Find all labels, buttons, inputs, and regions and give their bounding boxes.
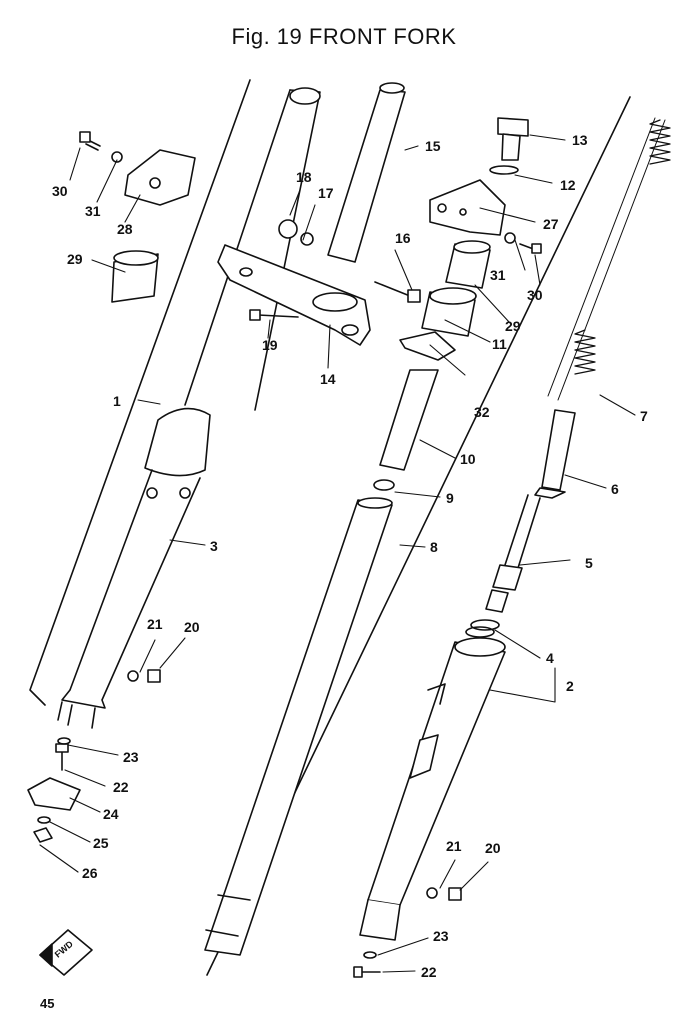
callout-26: 26 — [82, 865, 98, 881]
callout-7: 7 — [640, 408, 648, 424]
washer-23-right — [363, 951, 377, 959]
o-ring-12 — [489, 165, 519, 175]
oil-seal-4 — [465, 619, 500, 638]
callout-17: 17 — [318, 185, 334, 201]
callout-11: 11 — [492, 336, 507, 352]
washer-31-right — [504, 232, 516, 244]
bolt-19 — [249, 309, 299, 321]
nut-18 — [278, 219, 298, 239]
damper-rod-6 — [504, 409, 576, 569]
callout-23-right: 23 — [433, 928, 449, 944]
callout-31-left: 31 — [85, 203, 101, 219]
fwd-arrow-icon — [39, 929, 93, 976]
nut-26 — [33, 827, 53, 843]
callout-10: 10 — [460, 451, 476, 467]
washer-21-left — [127, 670, 139, 682]
callout-22-right: 22 — [421, 964, 437, 980]
washer-9 — [373, 479, 395, 491]
callout-20-right: 20 — [485, 840, 501, 856]
assembly-boundary-left — [29, 79, 251, 706]
callout-21-left: 21 — [147, 616, 163, 632]
callout-29-right: 29 — [505, 318, 521, 334]
callout-29-left: 29 — [67, 251, 83, 267]
callout-27: 27 — [543, 216, 559, 232]
bolt-22-left — [55, 743, 69, 771]
callout-19: 19 — [262, 337, 278, 353]
callout-30-left: 30 — [52, 183, 68, 199]
callout-24: 24 — [103, 806, 119, 822]
under-bracket — [217, 244, 371, 346]
callout-21-right: 21 — [446, 838, 462, 854]
callout-2: 2 — [566, 678, 574, 694]
callout-9: 9 — [446, 490, 454, 506]
callout-22-left: 22 — [113, 779, 129, 795]
callout-4: 4 — [546, 650, 554, 666]
callout-12: 12 — [560, 177, 576, 193]
washer-25 — [37, 816, 51, 824]
inner-tube-8 — [204, 497, 393, 956]
bolt-30-right — [519, 243, 542, 254]
clamp-32 — [399, 331, 456, 361]
washer-23-left — [57, 737, 71, 745]
callout-30-right: 30 — [527, 287, 543, 303]
axle-holder-24 — [27, 777, 81, 811]
spacer-29-left — [111, 250, 159, 303]
collar-11 — [421, 287, 477, 337]
rebound-spring-5 — [485, 564, 523, 613]
callout-31-right: 31 — [490, 267, 506, 283]
spacer-29-right — [445, 240, 491, 289]
callout-15: 15 — [425, 138, 441, 154]
callout-labels: 1 2 3 4 5 6 7 8 9 10 11 12 13 14 15 16 1… — [52, 132, 648, 980]
callout-3: 3 — [210, 538, 218, 554]
damper-seat-10 — [379, 369, 439, 471]
callout-32: 32 — [474, 404, 490, 420]
callout-25: 25 — [93, 835, 109, 851]
handlebar-holder-left — [124, 149, 196, 206]
callout-8: 8 — [430, 539, 438, 555]
callout-14: 14 — [320, 371, 336, 387]
figure-title: Fig. 19 FRONT FORK — [231, 24, 457, 49]
bolt-16 — [374, 281, 421, 303]
leader-lines — [39, 134, 636, 973]
bolt-30-left — [79, 131, 123, 163]
callout-13: 13 — [572, 132, 588, 148]
callout-16: 16 — [395, 230, 411, 246]
page-number: 45 — [40, 996, 55, 1011]
callout-23-left: 23 — [123, 749, 139, 765]
fork-spring-7 — [547, 117, 671, 401]
callout-28: 28 — [117, 221, 133, 237]
bolt-22-right — [353, 966, 381, 978]
callout-18: 18 — [296, 169, 312, 185]
left-fork-assembly — [57, 87, 321, 729]
steering-stem — [327, 82, 406, 263]
washer-21-right — [426, 887, 438, 899]
outer-tube-2 — [359, 637, 506, 941]
bolt-20-right — [448, 887, 462, 901]
bolt-20-left — [147, 669, 161, 683]
callout-6: 6 — [611, 481, 619, 497]
callout-5: 5 — [585, 555, 593, 571]
callout-20-left: 20 — [184, 619, 200, 635]
cap-bolt-13 — [497, 117, 529, 161]
callout-1: 1 — [113, 393, 121, 409]
handlebar-holder-right — [429, 179, 506, 236]
